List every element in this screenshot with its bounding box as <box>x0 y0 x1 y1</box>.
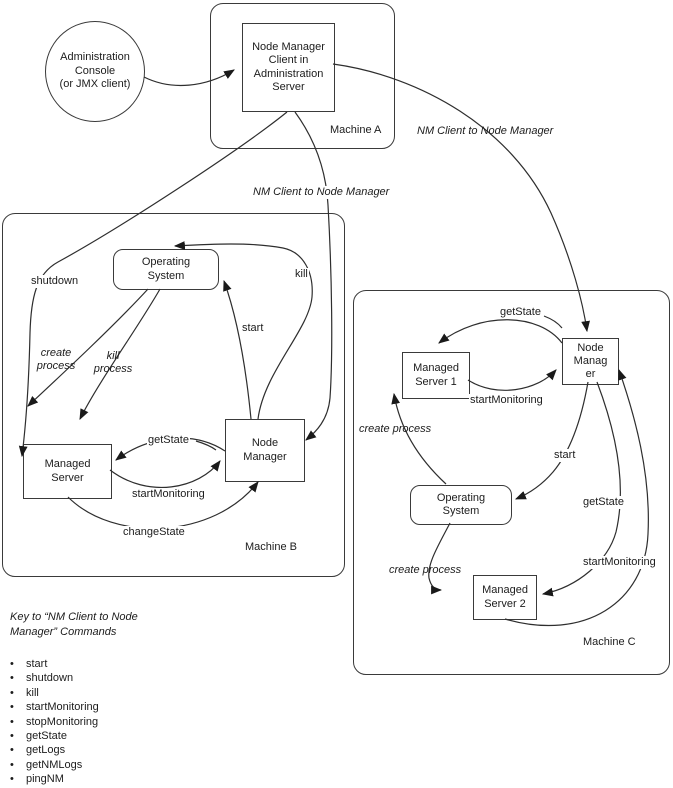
key-item-label: kill <box>26 686 39 699</box>
edge-label-changestate-b: changeState <box>122 526 186 539</box>
edge-label-create-process-c-upper: create process <box>359 423 432 435</box>
edge-label-start-b: start <box>241 322 265 335</box>
key-item-label: startMonitoring <box>26 701 99 714</box>
bullet-icon: • <box>10 773 14 786</box>
edge-label-nm-client-left: NM Client to Node Manager <box>252 186 391 199</box>
edge-label-startmonitoring-c-right: startMonitoring <box>582 556 657 569</box>
bullet-icon: • <box>10 658 14 670</box>
edge-label-start-c: start <box>553 449 577 462</box>
bullet-icon: • <box>10 672 14 685</box>
edge-label-create-process-c-lower: create process <box>389 564 462 576</box>
key-command-list: •start •shutdown •kill •startMonitoring … <box>10 657 99 787</box>
key-item: • shutdown <box>10 671 99 685</box>
machine-a-label: Machine A <box>330 124 382 136</box>
edge-label-startmonitoring-c-left: startMonitoring <box>469 394 544 407</box>
bullet-icon: • <box>10 730 14 743</box>
bullet-icon: • <box>10 686 14 699</box>
edge-label-getstate-b: getState <box>147 434 190 447</box>
key-item: • getLogs <box>10 743 99 757</box>
key-item: • stopMonitoring <box>10 715 99 729</box>
machine-b-label: Machine B <box>245 541 297 553</box>
key-item: • startMonitoring <box>10 700 99 714</box>
edge-label-shutdown: shutdown <box>30 275 80 288</box>
edge-label-kill-b: kill <box>294 268 309 281</box>
bullet-icon: • <box>10 744 14 757</box>
key-item: • pingNM <box>10 772 99 786</box>
key-heading: Key to “NM Client to Node Manager” Comma… <box>10 611 138 638</box>
key-item-label: start <box>26 658 48 670</box>
bullet-icon: • <box>10 701 14 714</box>
key-block: Key to “NM Client to Node Manager” Comma… <box>10 610 138 640</box>
edge-label-nm-client-right: NM Client to Node Manager <box>417 125 554 137</box>
managed-server-b-node: Managed Server <box>23 444 112 499</box>
edge-label-kill-process-b: kill process <box>93 350 133 375</box>
nm-client-node: Node Manager Client in Administration Se… <box>242 23 335 112</box>
operating-system-c-node: Operating System <box>410 485 512 525</box>
managed-server-1-node: Managed Server 1 <box>402 352 470 399</box>
key-item: • getState <box>10 729 99 743</box>
bullet-icon: • <box>10 715 14 728</box>
edge-label-getstate-c-top: getState <box>499 306 542 319</box>
key-item-label: getState <box>26 730 67 743</box>
node-manager-c-node: Node Manag er <box>562 338 619 385</box>
key-item-label: getNMLogs <box>26 758 83 771</box>
key-item-label: stopMonitoring <box>26 715 99 728</box>
key-item: • getNMLogs <box>10 758 99 772</box>
node-manager-b-node: Node Manager <box>225 419 305 482</box>
edge-label-getstate-c-right: getState <box>582 496 625 509</box>
edge-label-startmonitoring-b: startMonitoring <box>131 488 206 501</box>
key-item-label: shutdown <box>26 672 74 685</box>
admin-console-node: Administration Console (or JMX client) <box>45 21 145 122</box>
managed-server-2-node: Managed Server 2 <box>473 575 537 620</box>
edge-label-create-process-b: create process <box>36 347 76 372</box>
operating-system-b-node: Operating System <box>113 249 219 290</box>
key-item-label: getLogs <box>26 744 66 757</box>
machine-c-label: Machine C <box>583 636 636 648</box>
bullet-icon: • <box>10 758 14 771</box>
key-item: • kill <box>10 686 99 700</box>
key-item: • start <box>10 657 99 671</box>
key-item-label: pingNM <box>26 773 64 786</box>
